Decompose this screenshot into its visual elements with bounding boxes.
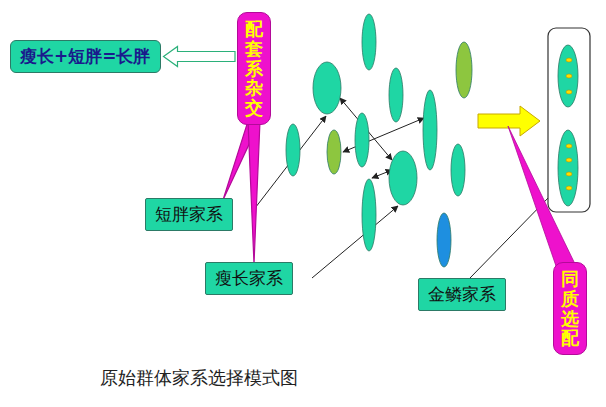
label-box: 金鳞家系 bbox=[418, 278, 506, 311]
selection-box bbox=[548, 28, 590, 212]
link-lines bbox=[252, 98, 550, 278]
caption: 原始群体家系选择模式图 bbox=[100, 366, 298, 390]
node-text: 同质选配 bbox=[561, 269, 579, 348]
node-text: 瘦长+短胖=长胖 bbox=[20, 46, 151, 66]
node-text: 短胖家系 bbox=[155, 204, 223, 224]
callout-bubble: 同质选配 bbox=[553, 262, 587, 355]
node-text: 瘦长家系 bbox=[215, 268, 283, 288]
callout-bubble: 配套系杂交 bbox=[237, 12, 271, 125]
selected-ellipses bbox=[558, 45, 578, 206]
family-ellipses bbox=[286, 14, 472, 267]
node-text: 配套系杂交 bbox=[245, 19, 263, 118]
label-box: 短胖家系 bbox=[145, 198, 233, 231]
connector bbox=[248, 121, 260, 264]
label-box: 瘦长+短胖=长胖 bbox=[10, 40, 161, 73]
connector bbox=[164, 47, 236, 67]
yellow-arrow bbox=[478, 106, 540, 136]
node-text: 金鳞家系 bbox=[428, 284, 496, 304]
label-box: 瘦长家系 bbox=[205, 262, 293, 295]
callout-wedge bbox=[508, 126, 576, 266]
